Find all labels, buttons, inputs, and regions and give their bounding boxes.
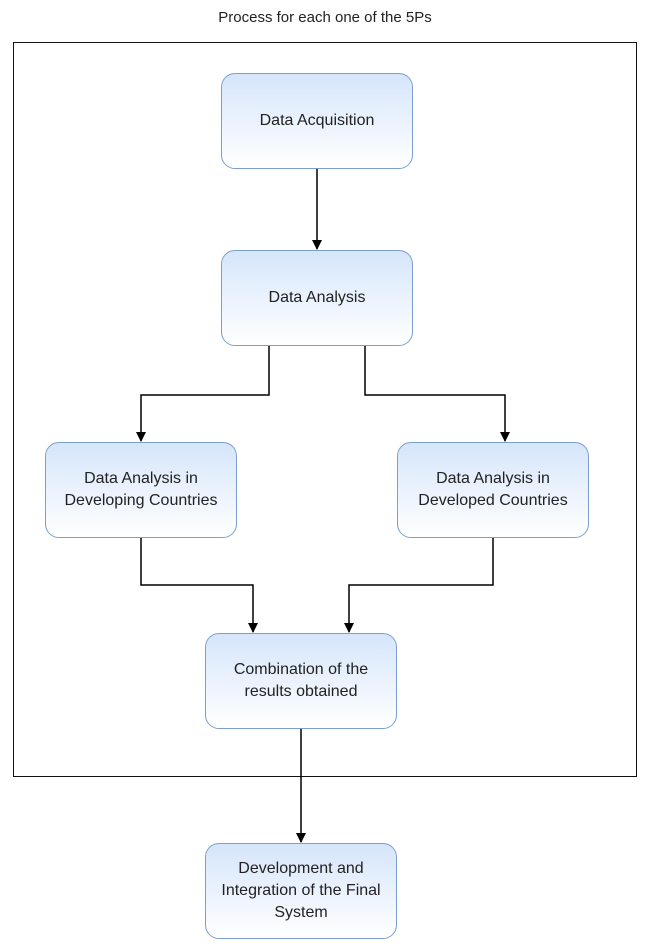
arrow-developing-combination [140, 538, 258, 633]
node-developing-countries: Data Analysis in Developing Countries [45, 442, 237, 538]
arrow-developed-combination [344, 538, 494, 633]
node-final-system: Development and Integration of the Final… [205, 843, 397, 939]
process-frame [13, 42, 637, 777]
diagram-title: Process for each one of the 5Ps [218, 9, 432, 26]
arrow-analysis-developed [364, 345, 510, 442]
arrow-analysis-developing [136, 345, 270, 442]
node-combination: Combination of the results obtained [205, 633, 397, 729]
node-data-acquisition: Data Acquisition [221, 73, 413, 169]
node-data-analysis: Data Analysis [221, 250, 413, 346]
node-developed-countries: Data Analysis in Developed Countries [397, 442, 589, 538]
